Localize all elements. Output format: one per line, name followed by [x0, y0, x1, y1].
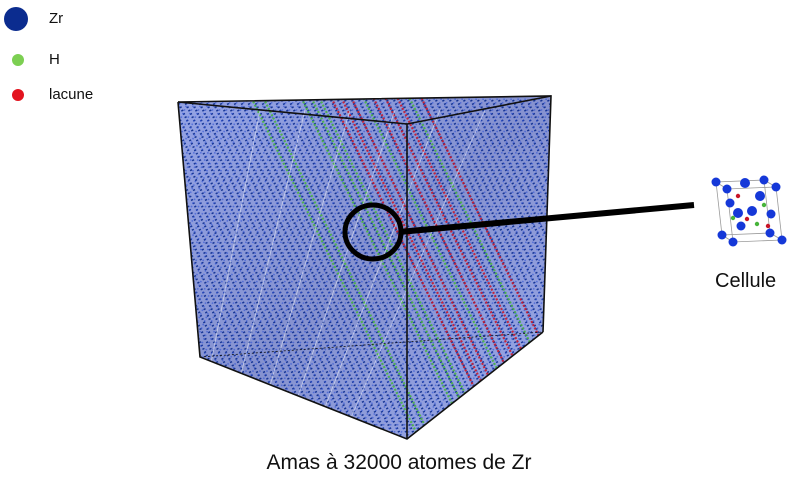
cell-zr-atom: [725, 198, 735, 208]
cell-zr-atom: [736, 221, 746, 231]
cell-label: Cellule: [715, 270, 777, 292]
cell-zr-atom: [711, 177, 721, 187]
unit-cell: [711, 175, 787, 247]
h-marker-icon: [12, 54, 24, 66]
cell-h-atom: [754, 221, 760, 227]
cell-vacancy-atom: [735, 193, 741, 199]
cell-zr-atom: [722, 184, 732, 194]
legend-label-lacune: lacune: [49, 86, 94, 103]
legend-item-lacune: [11, 88, 25, 107]
cell-zr-atom: [740, 178, 750, 188]
cell-zr-atom: [766, 209, 776, 219]
lacune-marker-icon: [12, 89, 24, 101]
atom-cluster: [178, 96, 551, 439]
cell-zr-atom: [747, 206, 757, 216]
cell-vacancy-atom: [765, 223, 771, 229]
cell-zr-atom: [771, 182, 781, 192]
cell-h-atom: [730, 215, 736, 221]
legend-label-zr: Zr: [49, 10, 64, 27]
cell-vacancy-atom: [744, 216, 750, 222]
cluster-caption: Amas à 32000 atomes de Zr: [266, 451, 532, 474]
cell-zr-atom: [717, 230, 727, 240]
cell-h-atom: [761, 202, 767, 208]
cell-zr-atom: [728, 237, 738, 247]
cell-zr-atom: [759, 175, 769, 185]
cell-zr-atom: [733, 208, 743, 218]
legend-label-h: H: [49, 51, 60, 68]
cell-zr-atom: [755, 191, 765, 201]
cell-zr-atom: [765, 228, 775, 238]
legend-item-zr: [3, 6, 29, 37]
callout-line: [398, 202, 695, 235]
legend-item-h: [11, 53, 25, 72]
zr-marker-icon: [4, 7, 28, 31]
cell-zr-atom: [777, 235, 787, 245]
cube-wireframe: [177, 95, 552, 440]
